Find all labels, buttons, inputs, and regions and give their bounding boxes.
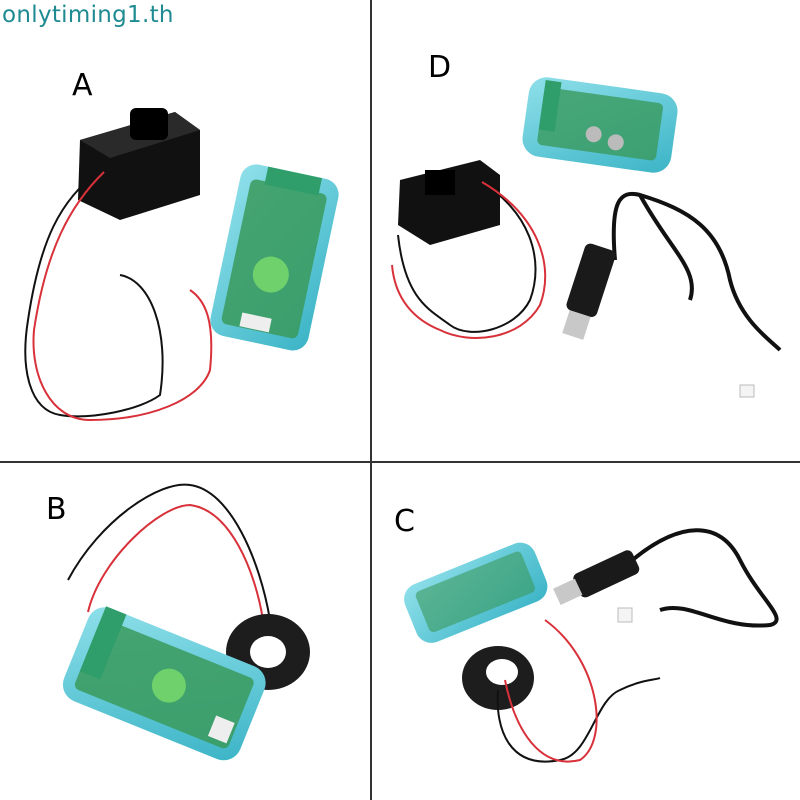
panel-d-wires bbox=[391, 179, 547, 339]
panel-b-wires bbox=[67, 483, 271, 621]
watermark-text: onlytiming1.th bbox=[2, 2, 174, 28]
panel-label-d: D bbox=[428, 50, 452, 85]
panel-c-usb-cable bbox=[553, 528, 779, 628]
panel-d-usb-cable bbox=[562, 191, 782, 398]
panel-d-module bbox=[522, 77, 678, 173]
panel-c-ct-ring bbox=[462, 646, 534, 710]
panel-label-b: B bbox=[46, 492, 67, 527]
panel-b-module bbox=[62, 606, 266, 761]
panel-d-ct-sensor bbox=[398, 160, 500, 245]
panel-label-c: C bbox=[394, 504, 415, 539]
panel-a-module bbox=[210, 164, 339, 351]
panel-c-wires bbox=[496, 619, 661, 763]
vertical-divider bbox=[370, 0, 372, 800]
panel-a-ct-sensor bbox=[78, 108, 200, 220]
panel-label-a: A bbox=[72, 68, 93, 103]
panel-c-module bbox=[404, 542, 548, 643]
panel-a-wires bbox=[24, 169, 213, 422]
horizontal-divider bbox=[0, 461, 800, 463]
